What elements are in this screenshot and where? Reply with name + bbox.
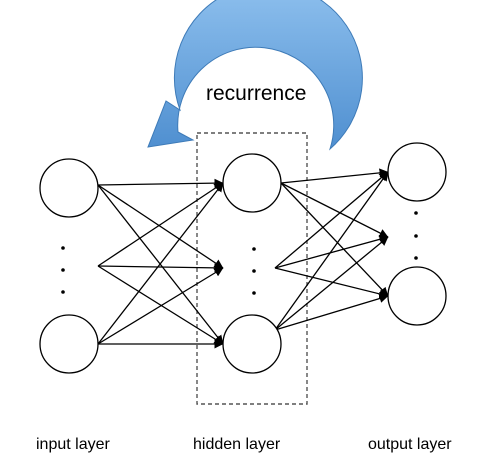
hidden-layer-box [196, 132, 308, 405]
edge [97, 178, 224, 188]
input-node [39, 158, 99, 218]
hidden-node [222, 153, 282, 213]
edge [97, 267, 224, 345]
output-node [387, 142, 447, 202]
hidden-to-output-edges [274, 168, 389, 331]
output-layer-label: output layer [368, 436, 452, 453]
edge [274, 171, 389, 331]
input-node [39, 314, 99, 374]
output-ellipsis [414, 211, 418, 260]
recurrence-label: recurrence [206, 82, 306, 105]
edge [97, 184, 224, 269]
input-layer-label: input layer [36, 436, 110, 453]
edge [274, 294, 389, 331]
edge [97, 182, 224, 345]
edge [274, 236, 389, 331]
edge [274, 267, 389, 299]
hidden-ellipsis [252, 247, 256, 295]
edge [274, 234, 389, 269]
hidden-layer-label: hidden layer [193, 436, 281, 453]
edge [280, 182, 389, 238]
edge [280, 168, 389, 184]
output-node [387, 266, 447, 326]
hidden-node [222, 314, 282, 374]
recurrence-arrow [147, 0, 363, 151]
input-to-hidden-edges [97, 178, 224, 349]
edge [97, 182, 224, 267]
edge [97, 265, 224, 345]
input-ellipsis [61, 246, 65, 294]
edge [97, 263, 224, 273]
edge [280, 182, 389, 297]
edge [274, 171, 389, 269]
